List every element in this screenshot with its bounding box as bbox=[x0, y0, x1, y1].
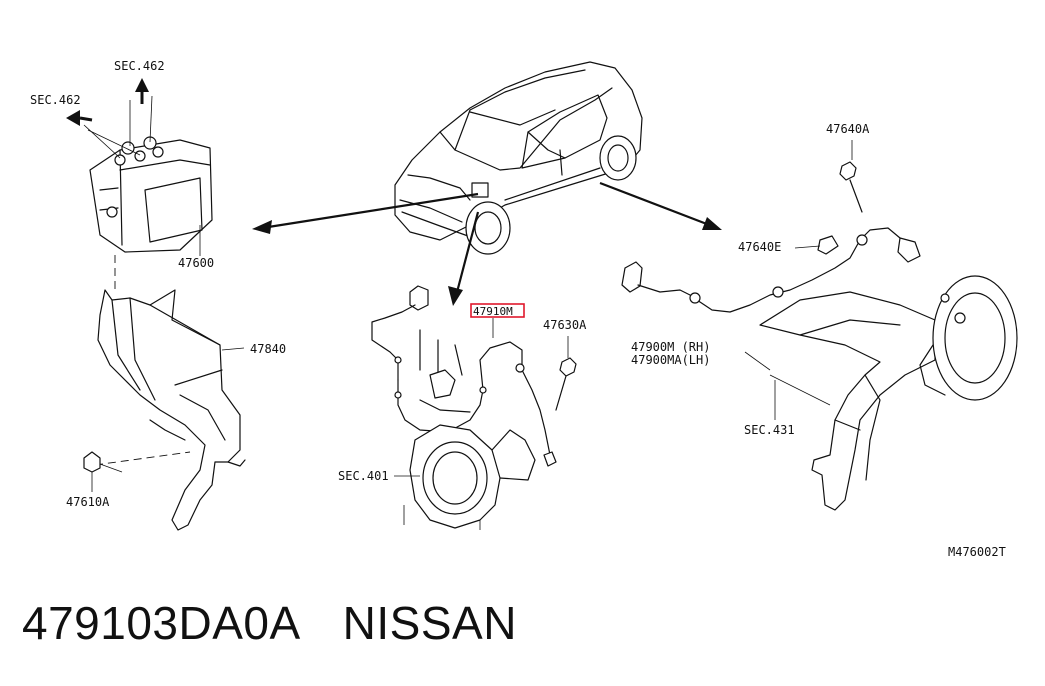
label-rear-clip: 47640E bbox=[738, 240, 781, 254]
label-rear-sensor-rh: 47900M (RH) bbox=[631, 340, 710, 354]
part-caption: 479103DA0A NISSAN bbox=[22, 596, 517, 650]
label-abs-actuator: 47600 bbox=[178, 256, 214, 270]
part-number: 479103DA0A bbox=[22, 597, 301, 649]
label-sec462-left: SEC.462 bbox=[30, 93, 81, 107]
label-sec401: SEC.401 bbox=[338, 469, 389, 483]
bolt-47630a-icon bbox=[555, 336, 577, 411]
front-wheel-sensor-illustration bbox=[371, 285, 557, 530]
bolt-47640a-icon bbox=[839, 140, 863, 213]
label-rear-sensor-lh: 47900MA(LH) bbox=[631, 353, 710, 367]
label-bracket: 47840 bbox=[250, 342, 286, 356]
label-front-sensor[interactable]: 47910M bbox=[473, 305, 513, 318]
vehicle-illustration bbox=[394, 61, 643, 255]
highlight-box bbox=[470, 303, 525, 318]
brand-name: NISSAN bbox=[342, 597, 517, 649]
label-bolt-47610a: 47610A bbox=[66, 495, 110, 509]
bracket-illustration bbox=[94, 289, 246, 531]
callout-arrows bbox=[252, 181, 722, 306]
part-labels: SEC.462 SEC.462 47600 47840 47610A 47910… bbox=[30, 59, 1006, 559]
rear-wheel-sensor-illustration bbox=[621, 227, 1018, 511]
label-front-bolt: 47630A bbox=[543, 318, 587, 332]
bolt-47610a-icon bbox=[83, 451, 123, 492]
label-rear-bolt: 47640A bbox=[826, 122, 870, 136]
label-sec462-top: SEC.462 bbox=[114, 59, 165, 73]
abs-actuator-illustration bbox=[66, 78, 213, 290]
label-sec431: SEC.431 bbox=[744, 423, 795, 437]
label-drawing-code: M476002T bbox=[948, 545, 1006, 559]
